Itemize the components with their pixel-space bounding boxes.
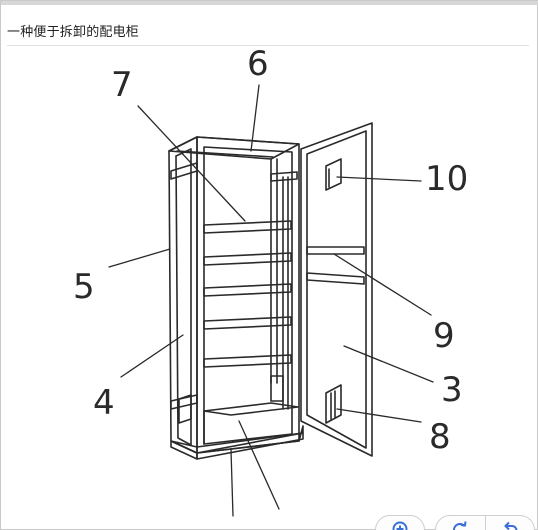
- cabinet-door: [300, 122, 373, 457]
- rotate-back-icon: [503, 521, 518, 530]
- label-8: 8: [429, 417, 451, 457]
- leader-lines: [108, 84, 434, 517]
- label-9: 9: [433, 316, 455, 356]
- top-edge-bar: [1, 1, 538, 5]
- viewer-toolbar: [375, 515, 535, 530]
- label-10: 10: [425, 159, 468, 199]
- label-5: 5: [73, 267, 95, 307]
- rotate-button-group: [435, 515, 535, 530]
- label-6: 6: [247, 46, 269, 84]
- page-title: 一种便于拆卸的配电柜: [7, 25, 140, 40]
- rotate-back-button[interactable]: [486, 516, 535, 530]
- toolbar-separator: [484, 516, 486, 530]
- label-4: 4: [93, 383, 115, 423]
- patent-drawing: 7 6 10 5 9 4 3 8: [1, 46, 538, 530]
- title-divider: [7, 45, 529, 46]
- zoom-in-icon: [392, 521, 408, 530]
- rotate-clockwise-icon: [453, 521, 467, 530]
- rotate-clockwise-button[interactable]: [436, 516, 485, 530]
- reference-numbers: 7 6 10 5 9 4 3 8: [73, 46, 468, 457]
- label-7: 7: [111, 65, 133, 105]
- cabinet-shelves: [203, 220, 299, 445]
- side-latch: [178, 394, 192, 424]
- cabinet-frame: [168, 136, 304, 460]
- label-3: 3: [441, 370, 463, 410]
- zoom-in-button[interactable]: [375, 515, 425, 530]
- cabinet-line-drawing: 7 6 10 5 9 4 3 8: [73, 46, 468, 517]
